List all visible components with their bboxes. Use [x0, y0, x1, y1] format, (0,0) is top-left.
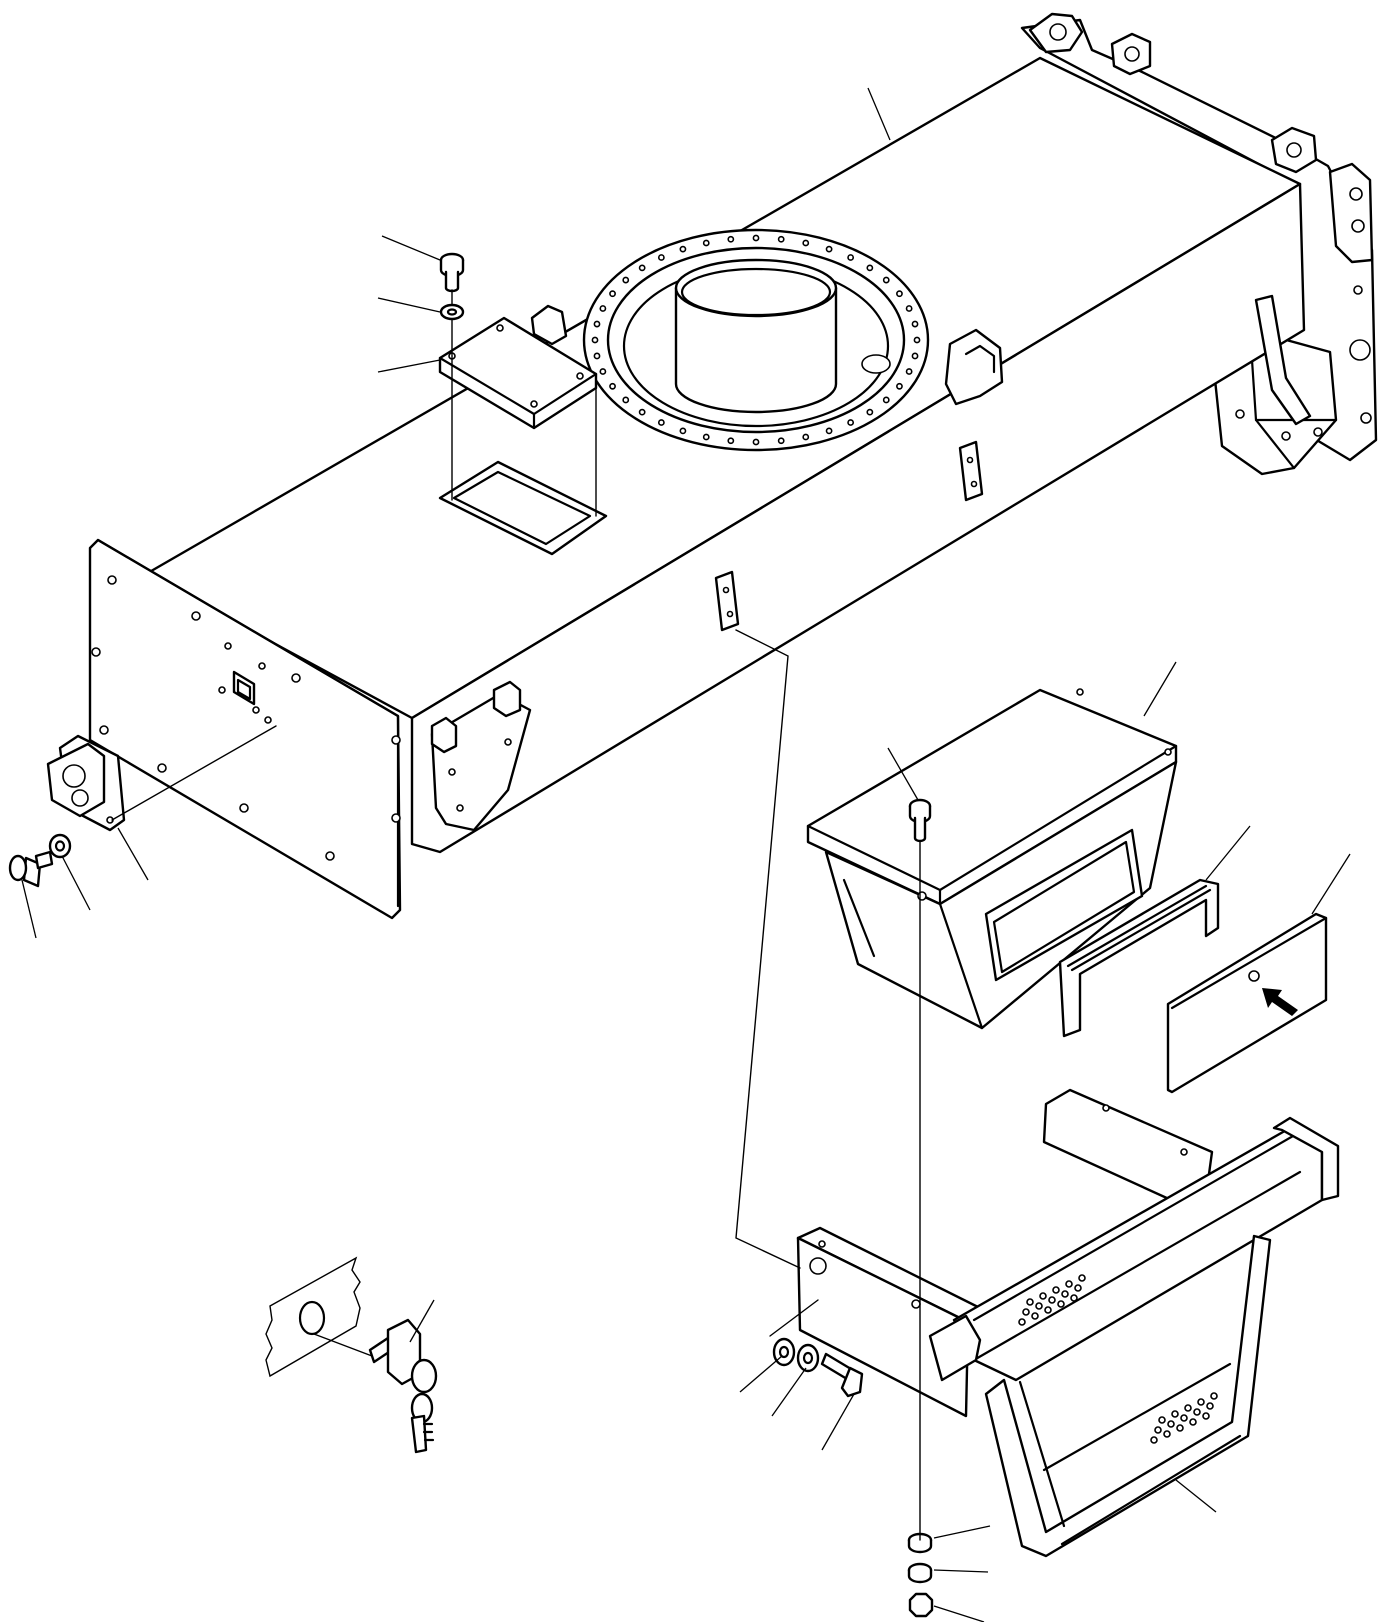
cover-bolt	[439, 252, 465, 293]
bolt-hole	[657, 254, 665, 261]
bolt-hole	[679, 427, 687, 435]
bolt-hole	[609, 382, 616, 390]
bolt-hole	[777, 437, 785, 445]
direction-arrow	[1262, 988, 1298, 1016]
step-assembly	[796, 1088, 1340, 1558]
bolt-hole	[1065, 1280, 1073, 1288]
bolt-hole	[638, 408, 646, 416]
bolt-hole	[802, 239, 810, 247]
bolt-hole	[1057, 1300, 1065, 1308]
bolt-hole	[1210, 1392, 1218, 1400]
bolt-hole	[847, 254, 855, 261]
bolt-hole	[825, 427, 833, 435]
bottom-washers-and-nut	[907, 1532, 934, 1618]
bolt-hole	[1163, 1430, 1171, 1438]
bolt-hole	[882, 276, 890, 284]
bolt-hole	[1078, 1274, 1086, 1282]
bolt-hole	[1048, 1296, 1056, 1304]
bolt-hole	[1031, 1312, 1039, 1320]
bolt-hole	[866, 408, 874, 416]
bolt-hole	[913, 336, 921, 344]
tow-hook	[46, 734, 126, 832]
cylinder-lock-with-keys	[265, 1256, 438, 1454]
bolt-hole	[622, 276, 630, 284]
bolt-hole	[638, 264, 646, 272]
bolt-hole	[657, 419, 665, 426]
bolt-hole	[905, 368, 913, 375]
step-bolt	[820, 1352, 864, 1398]
revolving-frame	[88, 12, 1378, 920]
bolt-hole	[1022, 1308, 1030, 1316]
box-lid	[1166, 912, 1328, 1094]
bolt-hole	[599, 368, 607, 375]
hook-bolt	[8, 850, 54, 888]
bolt-hole	[1052, 1286, 1060, 1294]
bolt-hole	[1197, 1398, 1205, 1406]
bolt-hole	[1035, 1302, 1043, 1310]
bolt-hole	[882, 396, 890, 404]
box-bolt	[908, 798, 932, 843]
swing-circle-flange	[530, 228, 1004, 452]
bolt-hole	[1070, 1294, 1078, 1302]
bolt-hole	[1176, 1424, 1184, 1432]
bolt-hole	[825, 245, 833, 253]
bolt-hole	[1158, 1416, 1166, 1424]
callout-leaders	[21, 87, 1351, 1622]
bolt-hole	[847, 419, 855, 426]
bolt-hole	[1202, 1412, 1210, 1420]
end-plate-bolt-holes	[91, 575, 401, 861]
bolt-hole	[777, 235, 785, 243]
bolt-hole	[727, 437, 735, 445]
bolt-hole	[802, 433, 810, 441]
bolt-hole	[1184, 1404, 1192, 1412]
bolt-hole	[1044, 1306, 1052, 1314]
bolt-hole	[593, 352, 601, 360]
bolt-hole	[1039, 1292, 1047, 1300]
bolt-hole	[1150, 1436, 1158, 1444]
bolt-hole	[911, 320, 919, 328]
bolt-hole	[727, 235, 735, 243]
step-washer	[772, 1337, 820, 1373]
bolt-hole	[752, 234, 760, 242]
bolt-hole	[593, 320, 601, 328]
box-gasket	[1058, 878, 1220, 1038]
bolt-hole	[702, 433, 710, 441]
bolt-hole	[622, 396, 630, 404]
hook-washer	[48, 833, 72, 859]
bolt-hole	[702, 239, 710, 247]
bolt-hole	[1167, 1420, 1175, 1428]
bolt-hole	[1180, 1414, 1188, 1422]
bolt-hole	[896, 382, 903, 390]
bolt-hole	[866, 264, 874, 272]
bolt-hole	[1206, 1402, 1214, 1410]
bolt-hole	[1189, 1418, 1197, 1426]
bolt-hole	[896, 290, 903, 298]
bolt-hole	[1171, 1410, 1179, 1418]
bolt-hole	[591, 336, 599, 344]
bolt-hole	[905, 305, 913, 312]
bolt-hole	[1018, 1318, 1026, 1326]
bolt-hole	[1026, 1298, 1034, 1306]
assembly-lines	[111, 289, 921, 1541]
bolt-hole	[911, 352, 919, 360]
bolt-hole	[599, 305, 607, 312]
bolt-hole	[1061, 1290, 1069, 1298]
bolt-hole	[1154, 1426, 1162, 1434]
bolt-hole	[679, 245, 687, 253]
bolt-hole	[1193, 1408, 1201, 1416]
bolt-hole	[752, 438, 760, 446]
tool-box	[806, 688, 1178, 1030]
bolt-hole	[609, 290, 616, 298]
cover-washer	[439, 303, 465, 321]
bolt-hole	[1074, 1284, 1082, 1292]
